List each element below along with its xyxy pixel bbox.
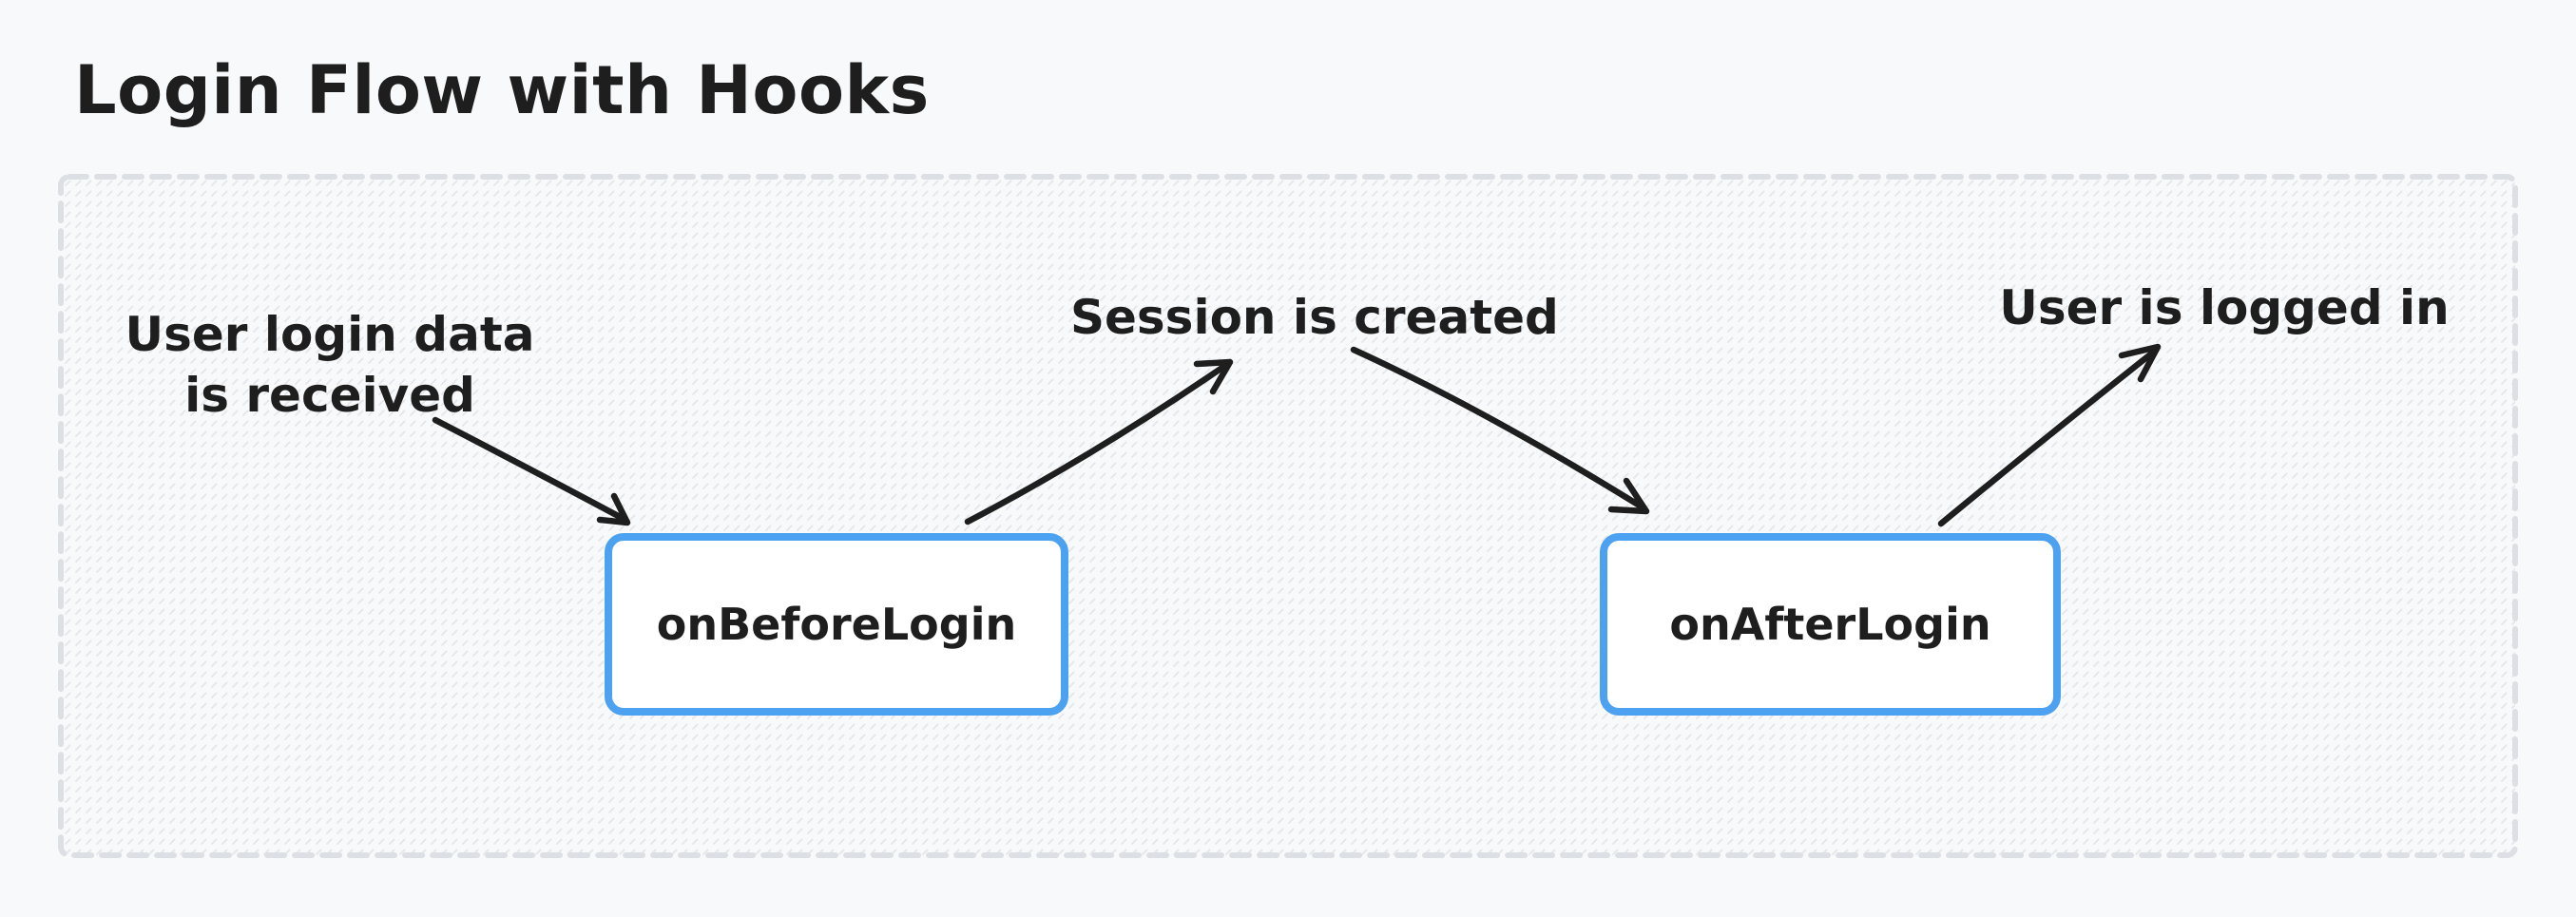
arrow-login-data-to-onbeforelogin [432,416,631,526]
annotation-line: Session is created [1070,290,1559,345]
arrow-shaft [432,416,627,523]
annotation-user-login-data: User login data is received [102,304,558,426]
arrow-session-created-to-onafterlogin [1350,346,1650,515]
annotation-line: User is logged in [1999,280,2450,335]
node-onafterlogin: onAfterLogin [1600,533,2061,716]
arrow-shaft [1350,346,1646,511]
node-onbeforelogin: onBeforeLogin [605,533,1068,716]
arrow-head-icon [1607,477,1650,515]
annotation-line: is received [184,368,475,423]
annotation-line: User login data [125,307,535,362]
node-label: onBeforeLogin [656,599,1017,650]
node-label: onAfterLogin [1669,599,1991,650]
annotation-session-created: Session is created [1070,287,1559,348]
arrow-onafterlogin-to-user-logged-in [1937,343,2162,527]
arrow-shaft [1937,348,2158,527]
arrow-head-icon [596,492,631,526]
diagram-title: Login Flow with Hooks [74,51,930,129]
frame-dashed-border [58,174,2518,858]
arrow-head-icon [2118,343,2162,383]
arrow-head-icon [1193,358,1234,395]
annotation-user-logged-in: User is logged in [1987,277,2462,338]
arrow-shaft [964,361,1230,525]
arrow-onbeforelogin-to-session-created [964,358,1234,525]
